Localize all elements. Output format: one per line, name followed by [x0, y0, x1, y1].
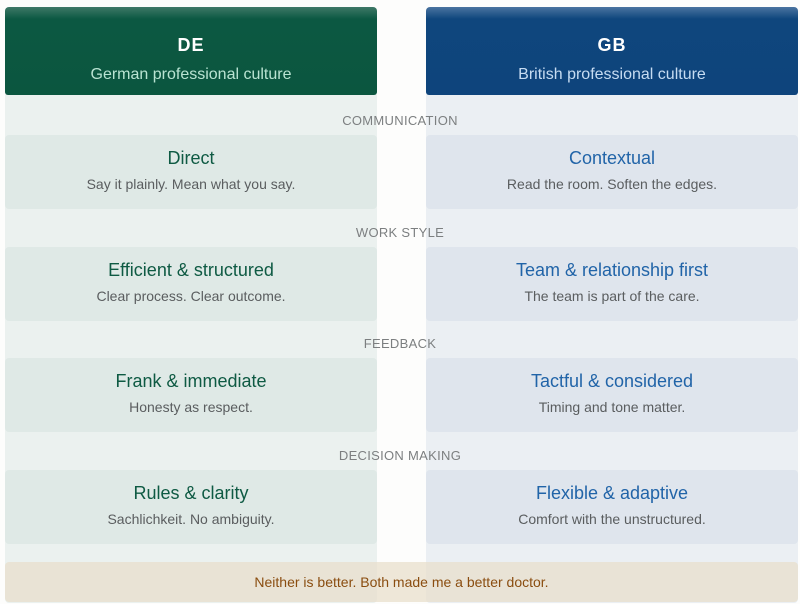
de-column-header: DE German professional culture: [5, 7, 377, 95]
card-description: Comfort with the unstructured.: [518, 511, 706, 527]
section-label-feedback: FEEDBACK: [363, 336, 437, 351]
section-label-decision-making: DECISION MAKING: [338, 448, 462, 463]
card-title: Efficient & structured: [108, 260, 274, 280]
gb-card-communication: Contextual Read the room. Soften the edg…: [426, 135, 798, 209]
card-title: Direct: [167, 148, 215, 168]
section-label-communication: COMMUNICATION: [342, 113, 458, 128]
card-description: The team is part of the care.: [524, 288, 700, 304]
de-column-subtitle: German professional culture: [90, 66, 292, 83]
gb-card-feedback: Tactful & considered Timing and tone mat…: [426, 358, 798, 432]
gb-card-decision-making: Flexible & adaptive Comfort with the uns…: [426, 470, 798, 544]
gb-column-subtitle: British professional culture: [518, 66, 706, 83]
card-title: Flexible & adaptive: [535, 483, 689, 503]
footer-note: Neither is better. Both made me a better…: [5, 562, 798, 602]
card-description: Timing and tone matter.: [538, 399, 686, 415]
card-title: Tactful & considered: [530, 371, 694, 391]
gb-card-work-style: Team & relationship first The team is pa…: [426, 247, 798, 321]
de-card-feedback: Frank & immediate Honesty as respect.: [5, 358, 377, 432]
card-title: Frank & immediate: [115, 371, 267, 391]
card-title: Contextual: [568, 148, 656, 168]
card-description: Sachlichkeit. No ambiguity.: [107, 511, 275, 527]
gb-column-header: GB British professional culture: [426, 7, 798, 95]
card-title: Rules & clarity: [133, 483, 249, 503]
section-label-work-style: WORK STYLE: [355, 225, 445, 240]
card-description: Read the room. Soften the edges.: [506, 176, 718, 192]
card-title: Team & relationship first: [515, 260, 709, 280]
de-country-code: DE: [177, 35, 205, 55]
gb-country-code: GB: [597, 35, 627, 55]
card-description: Honesty as respect.: [129, 399, 253, 415]
card-description: Say it plainly. Mean what you say.: [86, 176, 296, 192]
de-card-work-style: Efficient & structured Clear process. Cl…: [5, 247, 377, 321]
card-description: Clear process. Clear outcome.: [96, 288, 286, 304]
de-card-decision-making: Rules & clarity Sachlichkeit. No ambigui…: [5, 470, 377, 544]
de-card-communication: Direct Say it plainly. Mean what you say…: [5, 135, 377, 209]
